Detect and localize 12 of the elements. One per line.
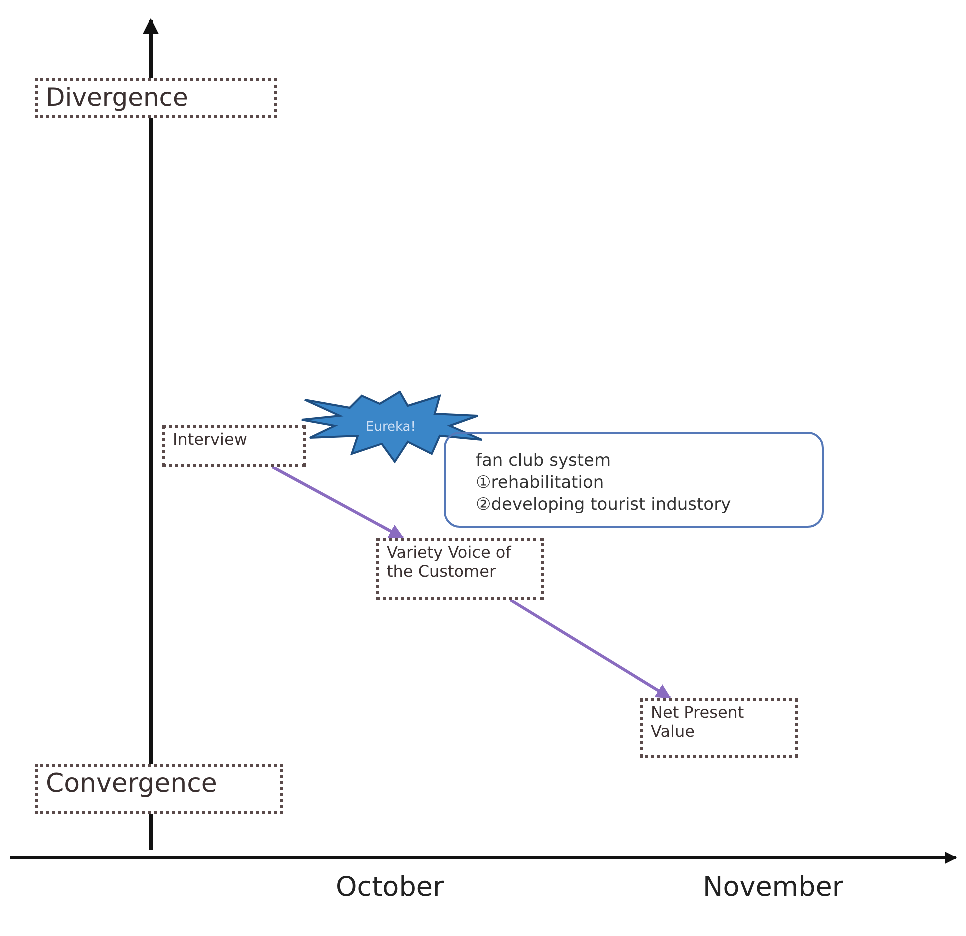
text-line: ②developing tourist industory	[476, 494, 732, 516]
idea-box	[444, 432, 824, 528]
arrow	[510, 598, 672, 700]
step-label-box: Interview	[162, 425, 306, 467]
axis-tick-label: October	[336, 872, 444, 903]
step-label-box: Net Present Value	[640, 698, 798, 758]
axis-end-label: Divergence	[35, 78, 277, 118]
axis-end-label: Convergence	[35, 764, 283, 814]
step-label-box: Variety Voice of the Customer	[376, 538, 544, 600]
axis-tick-label: November	[703, 872, 844, 903]
arrow	[272, 466, 404, 540]
text-line: ①rehabilitation	[476, 472, 606, 494]
